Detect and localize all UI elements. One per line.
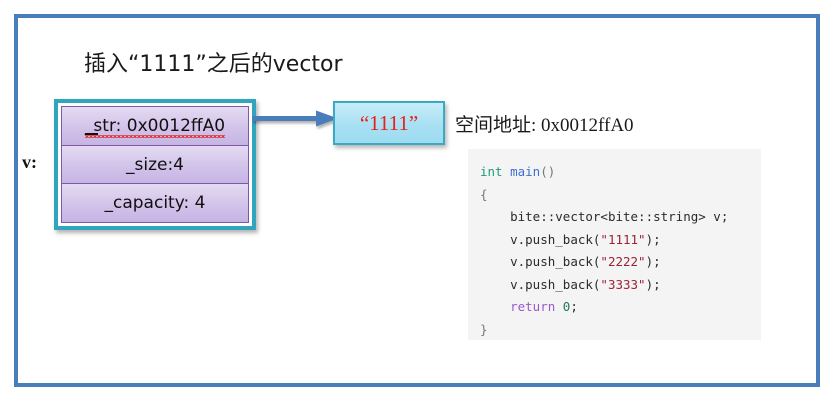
code-token: );	[645, 276, 661, 292]
string-value-text: “1111”	[359, 110, 419, 135]
code-token: v.push_back(	[510, 276, 601, 292]
vector-struct-rows: _str: 0x0012ffA0 _size:4 _capacity: 4	[61, 106, 249, 224]
code-token: "3333"	[600, 276, 646, 292]
code-token: return	[510, 299, 556, 314]
frame-border-left	[14, 14, 18, 387]
code-line: {	[480, 184, 761, 207]
code-line: return 0;	[480, 296, 761, 319]
code-token	[480, 209, 510, 224]
code-token: }	[480, 321, 488, 337]
code-line: int main()	[480, 161, 761, 184]
address-caption: 空间地址: 0x0012ffA0	[455, 115, 634, 136]
code-token: );	[645, 231, 661, 247]
vector-field-capacity: _capacity: 4	[61, 184, 249, 224]
code-token	[555, 299, 563, 314]
code-token: main	[510, 164, 541, 179]
code-line: v.push_back("3333");	[480, 274, 761, 297]
code-line: bite::vector<bite::string> v;	[480, 206, 761, 229]
frame-border-right	[816, 14, 820, 387]
vector-field-str-label: _str: 0x0012ffA0	[84, 115, 226, 138]
vector-field-size-label: _size:4	[125, 154, 184, 175]
code-token	[480, 277, 510, 292]
vector-field-str: _str: 0x0012ffA0	[61, 106, 249, 146]
frame-border-bottom	[14, 383, 820, 387]
vector-field-size: _size:4	[61, 145, 249, 185]
page-title: 插入“1111”之后的vector	[84, 52, 343, 77]
vector-struct-box: _str: 0x0012ffA0 _size:4 _capacity: 4	[54, 99, 256, 230]
code-token: bite::vector<bite::string> v;	[510, 209, 729, 224]
code-token: "1111"	[600, 231, 646, 247]
code-token: {	[480, 186, 488, 202]
code-token: );	[645, 254, 661, 269]
frame-border-top	[14, 14, 820, 18]
code-token: ()	[540, 164, 556, 179]
code-token: ;	[570, 299, 578, 314]
code-line: v.push_back("2222");	[480, 251, 761, 274]
pointer-arrow	[252, 108, 344, 134]
code-token	[480, 254, 510, 269]
code-token: v.push_back(	[510, 231, 601, 247]
code-token: int	[480, 164, 503, 179]
code-token	[480, 232, 510, 247]
vector-field-capacity-label: _capacity: 4	[104, 193, 206, 214]
code-token: 0	[562, 299, 571, 314]
code-lines: int main(){ bite::vector<bite::string> v…	[480, 161, 761, 340]
code-token: v.push_back(	[510, 254, 601, 269]
code-token	[503, 164, 511, 179]
string-value-box: “1111”	[333, 101, 445, 145]
code-block: int main(){ bite::vector<bite::string> v…	[468, 149, 761, 340]
arrow-shaft	[252, 116, 320, 121]
code-line: }	[480, 319, 761, 341]
variable-label: v:	[22, 152, 37, 172]
code-line: v.push_back("1111");	[480, 229, 761, 252]
arrow-head	[316, 110, 338, 127]
code-token	[480, 299, 510, 314]
code-token: "2222"	[600, 254, 646, 269]
